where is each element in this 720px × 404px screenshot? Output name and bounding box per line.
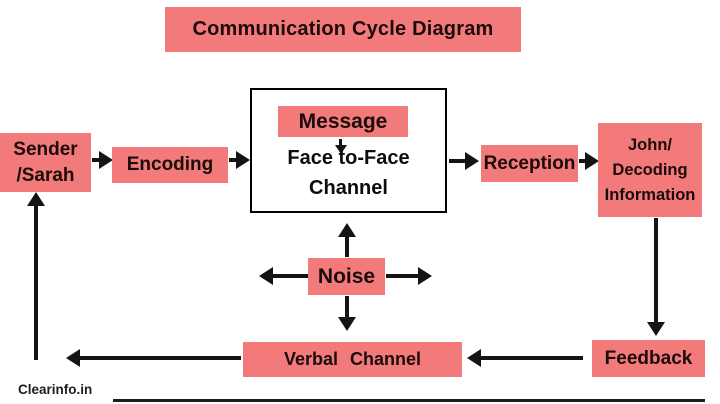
decoder-line3: Information [604, 185, 696, 204]
node-face-to-face-channel: Message Face to-Face Channel [250, 88, 447, 213]
arrowhead-up-icon [338, 223, 356, 237]
sender-line1: Sender [13, 138, 78, 160]
bottom-border-line [113, 399, 705, 402]
node-encoding: Encoding [112, 147, 228, 183]
node-decoder: John/ Decoding Information [598, 123, 702, 217]
channel-line1: Face to-Face [287, 147, 410, 169]
arrowhead-left-icon [467, 349, 481, 367]
node-reception: Reception [481, 145, 578, 182]
arrowhead-down-icon [647, 322, 665, 336]
node-noise: Noise [308, 258, 385, 295]
node-verbal-channel: Verbal Channel [243, 342, 462, 377]
arrow-message-to-channel [339, 139, 342, 146]
arrowhead-right-icon [465, 152, 479, 170]
arrowhead-right-icon [99, 151, 113, 169]
decoder-line1: John/ [628, 135, 672, 154]
node-message: Message [278, 106, 408, 137]
node-feedback: Feedback [592, 340, 705, 377]
node-sender: Sender /Sarah [0, 133, 91, 192]
arrowhead-right-icon [418, 267, 432, 285]
arrowhead-left-icon [66, 349, 80, 367]
diagram-title: Communication Cycle Diagram [165, 7, 521, 52]
channel-line2: Channel [309, 177, 388, 199]
arrowhead-down-icon [335, 145, 347, 154]
arrowhead-up-icon [27, 192, 45, 206]
arrowhead-right-icon [236, 151, 250, 169]
decoder-line2: Decoding [612, 160, 688, 179]
arrowhead-left-icon [259, 267, 273, 285]
sender-line2: /Sarah [16, 164, 75, 186]
arrowhead-down-icon [338, 317, 356, 331]
arrowhead-right-icon [585, 152, 599, 170]
watermark-clearinfo: Clearinfo.in [18, 382, 93, 397]
